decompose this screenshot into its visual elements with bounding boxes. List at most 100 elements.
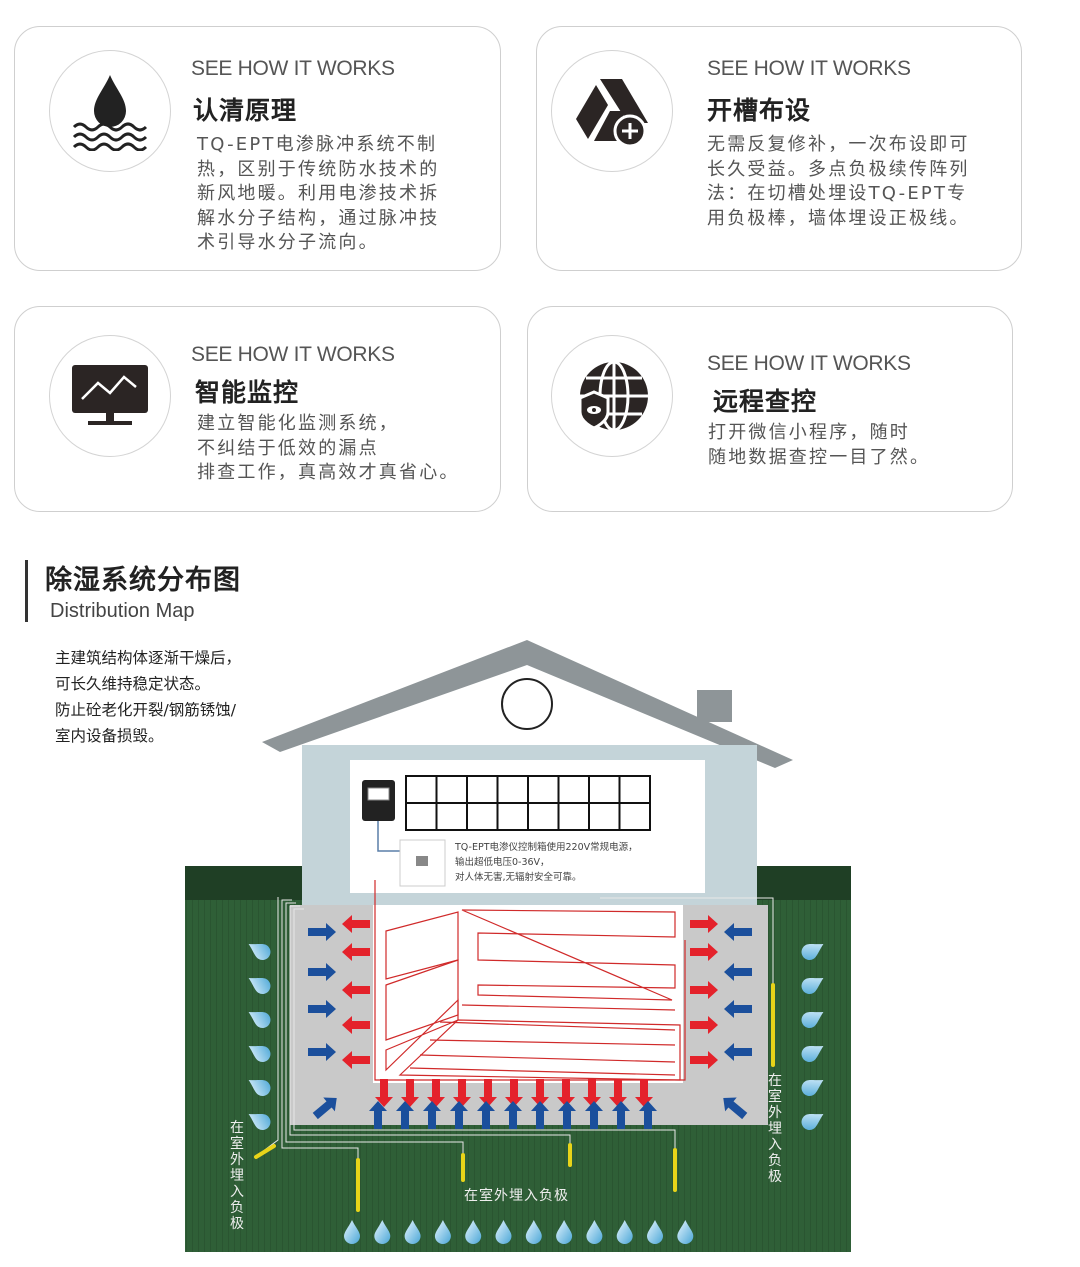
body-line: 解水分子结构，通过脉冲技 <box>197 207 440 229</box>
eyebrow: SEE HOW IT WORKS <box>191 343 395 366</box>
electrode-rod <box>254 1144 276 1159</box>
body-line: 术引导水分子流向。 <box>197 232 379 253</box>
feature-card-grooving: SEE HOW IT WORKS 开槽布设 无需反复修补，一次布设即可 长久受益… <box>536 26 1022 271</box>
water-drop-icon <box>248 943 271 960</box>
body-line: 热，区别于传统防水技术的 <box>197 158 440 180</box>
arrow-icon <box>342 1051 370 1069</box>
card-body: 建立智能化监测系统， 不纠结于低效的漏点 排查工作，真高效才真省心。 <box>197 412 460 486</box>
arrow-icon <box>308 1043 336 1061</box>
arrow-shape <box>612 1101 630 1129</box>
arrow-shape <box>477 1101 495 1129</box>
caption-line: 对人体无害,无辐射安全可靠。 <box>455 872 582 883</box>
body-line: 不纠结于低效的漏点 <box>197 437 379 459</box>
icon-circle <box>49 50 171 172</box>
water-drop-icon <box>801 1045 824 1062</box>
panel-cell <box>466 802 499 831</box>
wire <box>285 902 464 1162</box>
arrow-shape <box>635 1079 653 1107</box>
arrow-shape <box>369 1101 387 1129</box>
label-bottom-electrode: 在室外埋入负极 <box>464 1188 569 1204</box>
arrow-icon <box>724 923 752 941</box>
arrow-shape <box>308 963 336 981</box>
arrow-icon <box>504 1101 522 1129</box>
arrow-icon <box>342 981 370 999</box>
water-drop-icon <box>616 1220 633 1244</box>
icon-circle <box>49 335 171 457</box>
water-drop-icon <box>404 1220 421 1244</box>
water-drop-icon <box>344 1220 360 1244</box>
arrow-shape <box>342 1016 370 1034</box>
arrow-shape <box>557 1079 575 1107</box>
water-drop-icon <box>801 1113 824 1130</box>
arrow-icon <box>342 943 370 961</box>
arrow-icon <box>690 943 718 961</box>
arrow-icon <box>401 1079 419 1107</box>
body-line: 排查工作，真高效才真省心。 <box>197 462 460 483</box>
water-drop-icon <box>801 977 824 994</box>
wire <box>281 899 359 1168</box>
room <box>373 905 683 1083</box>
panel-cell <box>496 775 529 804</box>
arrow-icon <box>724 1000 752 1018</box>
arrow-shape <box>531 1101 549 1129</box>
arrow-shape <box>396 1101 414 1129</box>
eyebrow: SEE HOW IT WORKS <box>707 352 911 375</box>
body-line: 法：在切槽处埋设TQ-EPT专 <box>707 183 968 204</box>
arrow-shape <box>312 1097 337 1120</box>
arrow-icon <box>690 981 718 999</box>
arrow-shape <box>427 1079 445 1107</box>
arrow-shape <box>724 1000 752 1018</box>
card-title: 智能监控 <box>195 378 300 407</box>
arrow-shape <box>585 1101 603 1129</box>
arrow-icon <box>453 1079 471 1107</box>
qr-code-icon <box>416 856 428 866</box>
section-title: 除湿系统分布图 <box>45 565 241 596</box>
arrow-icon <box>308 1000 336 1018</box>
roof <box>262 640 793 768</box>
arrow-icon <box>308 963 336 981</box>
desc-line: 防止砼老化开裂/钢筋锈蚀/ <box>55 701 236 719</box>
arrow-icon <box>635 1079 653 1107</box>
water-drop-icon <box>647 1220 663 1244</box>
negative-electrode-rods <box>254 983 775 1212</box>
arrow-shape <box>342 943 370 961</box>
water-drop-waves-icon <box>72 75 148 151</box>
arrow-shape <box>723 1097 748 1120</box>
arrow-icon <box>342 1016 370 1034</box>
desc-line: 主建筑结构体逐渐干燥后， <box>55 649 242 667</box>
eyebrow: SEE HOW IT WORKS <box>707 57 911 80</box>
section-subtitle: Distribution Map <box>50 600 195 622</box>
body-line: 用负极棒，墙体埋设正极线。 <box>707 207 970 229</box>
water-drop-icon <box>525 1220 542 1244</box>
arrow-shape <box>690 915 718 933</box>
arrow-icon <box>477 1101 495 1129</box>
water-drop-icon <box>434 1220 451 1244</box>
panel-cell <box>496 802 529 831</box>
water-drop-icon <box>586 1220 603 1244</box>
body-line: 建立智能化监测系统， <box>197 413 399 434</box>
arrow-icon <box>479 1079 497 1107</box>
water-drop-icon <box>248 977 271 994</box>
water-drop-icon <box>556 1220 573 1244</box>
arrow-icon <box>450 1101 468 1129</box>
water-drop-icon <box>465 1220 482 1244</box>
arrow-shape <box>690 1016 718 1034</box>
arrow-shape <box>505 1079 523 1107</box>
round-window <box>501 678 553 730</box>
heating-circuit <box>374 880 686 1081</box>
moisture-arrows <box>308 915 752 1129</box>
arrow-icon <box>531 1101 549 1129</box>
panel-cell <box>405 802 438 831</box>
arrow-icon <box>639 1101 657 1129</box>
arrow-icon <box>423 1101 441 1129</box>
arrow-shape <box>375 1079 393 1107</box>
arrow-icon <box>396 1101 414 1129</box>
arrow-shape <box>342 1051 370 1069</box>
arrow-icon <box>723 1097 748 1120</box>
arrow-icon <box>557 1079 575 1107</box>
panel-cell <box>466 775 499 804</box>
arrow-shape <box>308 923 336 941</box>
wire <box>293 908 676 1150</box>
card-body: TQ-EPT电渗脉冲系统不制 热，区别于传统防水技术的 新风地暖。利用电渗技术拆… <box>197 133 439 256</box>
